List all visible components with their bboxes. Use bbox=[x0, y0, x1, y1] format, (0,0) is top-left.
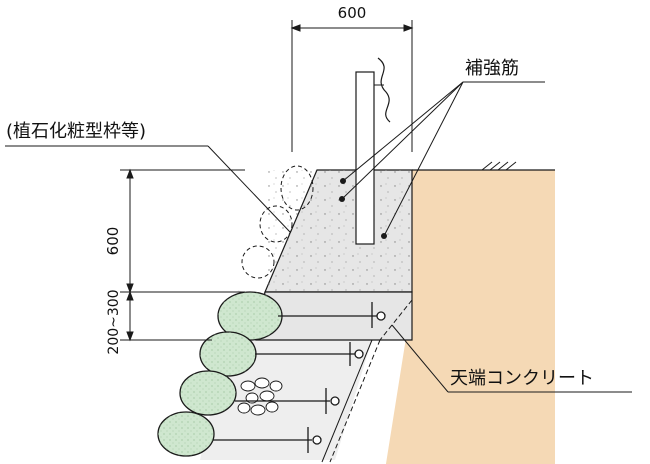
crown-concrete-label: 天端コンクリート bbox=[450, 368, 594, 389]
fence-post bbox=[355, 71, 375, 245]
anchor-bars bbox=[213, 302, 386, 453]
planting-frame-outline bbox=[241, 165, 314, 279]
planting-frame-leader bbox=[5, 145, 291, 233]
crown-concrete-leader bbox=[391, 324, 632, 393]
height-lower-label: 200~300 bbox=[106, 289, 122, 354]
height-dimension bbox=[120, 168, 245, 342]
ground-surface bbox=[412, 161, 555, 171]
rebar-leaders bbox=[341, 81, 545, 237]
post-break-mark bbox=[377, 57, 391, 123]
planting-frame-label: (植石化粧型枠等) bbox=[6, 121, 146, 142]
height-upper-label: 600 bbox=[104, 227, 122, 256]
top-dimension bbox=[290, 20, 414, 152]
backfill-soil bbox=[385, 170, 555, 464]
rebar-label: 補強筋 bbox=[465, 58, 519, 79]
wall-back-lines bbox=[321, 299, 413, 463]
concrete-texture bbox=[265, 170, 412, 292]
gravel bbox=[237, 377, 283, 416]
cobblestones bbox=[157, 291, 283, 457]
top-width-label: 600 bbox=[338, 4, 367, 22]
